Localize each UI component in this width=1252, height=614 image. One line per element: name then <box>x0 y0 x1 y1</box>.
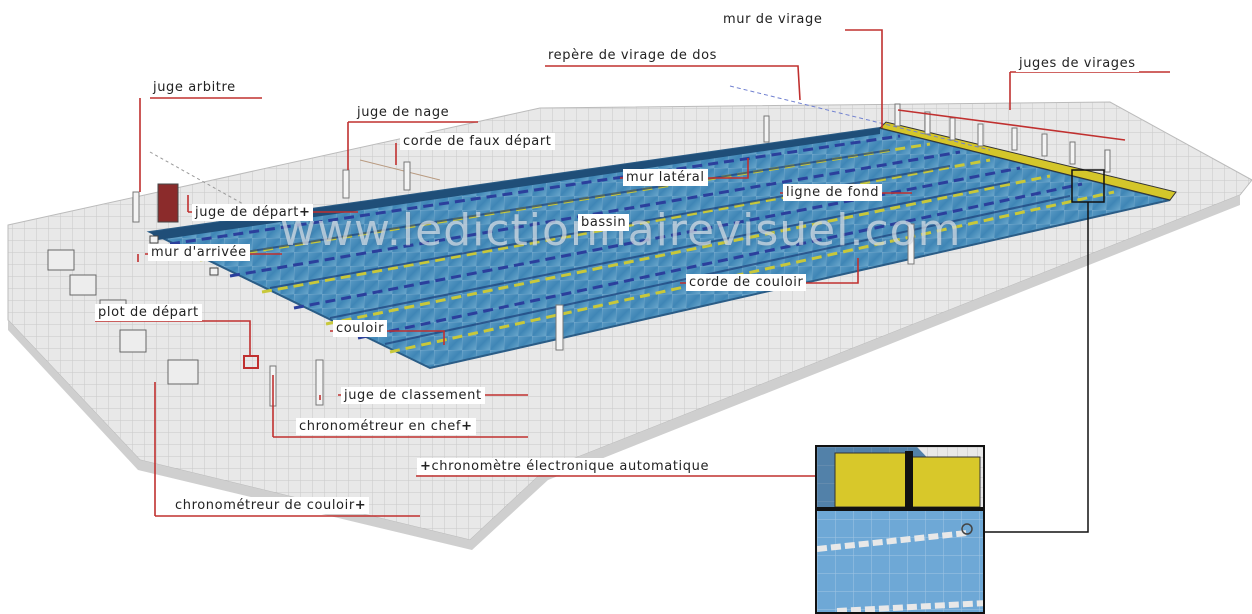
label-plot-de-depart: plot de départ <box>95 304 202 321</box>
label-juge-de-depart-text: juge de départ <box>195 205 299 220</box>
label-couloir: couloir <box>333 320 388 337</box>
plus-icon: + <box>461 419 473 434</box>
label-chronometreur-en-chef: chronométreur en chef+ <box>296 418 476 435</box>
label-bassin: bassin <box>578 214 630 231</box>
timekeeper-tables <box>47 249 199 385</box>
referee-stand <box>157 183 179 223</box>
label-juge-de-nage: juge de nage <box>354 104 453 121</box>
label-repere-virage-dos: repère de virage de dos <box>545 47 721 64</box>
plus-icon: + <box>420 459 432 474</box>
label-mur-arrivee: mur d'arrivée <box>148 244 250 261</box>
label-chronometre-electronique: +chronomètre électronique automatique <box>417 458 713 475</box>
label-juges-de-virages: juges de virages <box>1016 55 1139 72</box>
label-corde-faux-depart: corde de faux départ <box>400 133 555 150</box>
label-juge-de-depart: juge de départ+ <box>192 204 314 221</box>
label-juge-arbitre: juge arbitre <box>150 79 239 96</box>
inset-illustration <box>817 447 983 612</box>
label-chronometreur-de-couloir-text: chronométreur de couloir <box>175 498 355 513</box>
electronic-timer-inset <box>815 445 985 614</box>
plus-icon: + <box>298 205 311 220</box>
label-chronometre-electronique-text: chronomètre électronique automatique <box>431 459 710 474</box>
label-mur-de-virage: mur de virage <box>720 11 826 28</box>
false-start-rope <box>149 151 246 206</box>
zoom-connector <box>985 202 1089 533</box>
label-ligne-de-fond: ligne de fond <box>783 184 883 201</box>
label-chronometreur-de-couloir: chronométreur de couloir+ <box>172 497 370 514</box>
backstroke-flags-line <box>729 85 991 151</box>
label-mur-lateral: mur latéral <box>623 169 708 186</box>
plus-icon: + <box>354 498 367 513</box>
false-start-rope-2 <box>359 159 441 181</box>
label-chronometreur-en-chef-text: chronométreur en chef <box>299 419 462 434</box>
label-juge-de-classement: juge de classement <box>341 387 485 404</box>
touch-pads-far <box>879 121 1177 201</box>
label-corde-de-couloir: corde de couloir <box>686 274 807 291</box>
